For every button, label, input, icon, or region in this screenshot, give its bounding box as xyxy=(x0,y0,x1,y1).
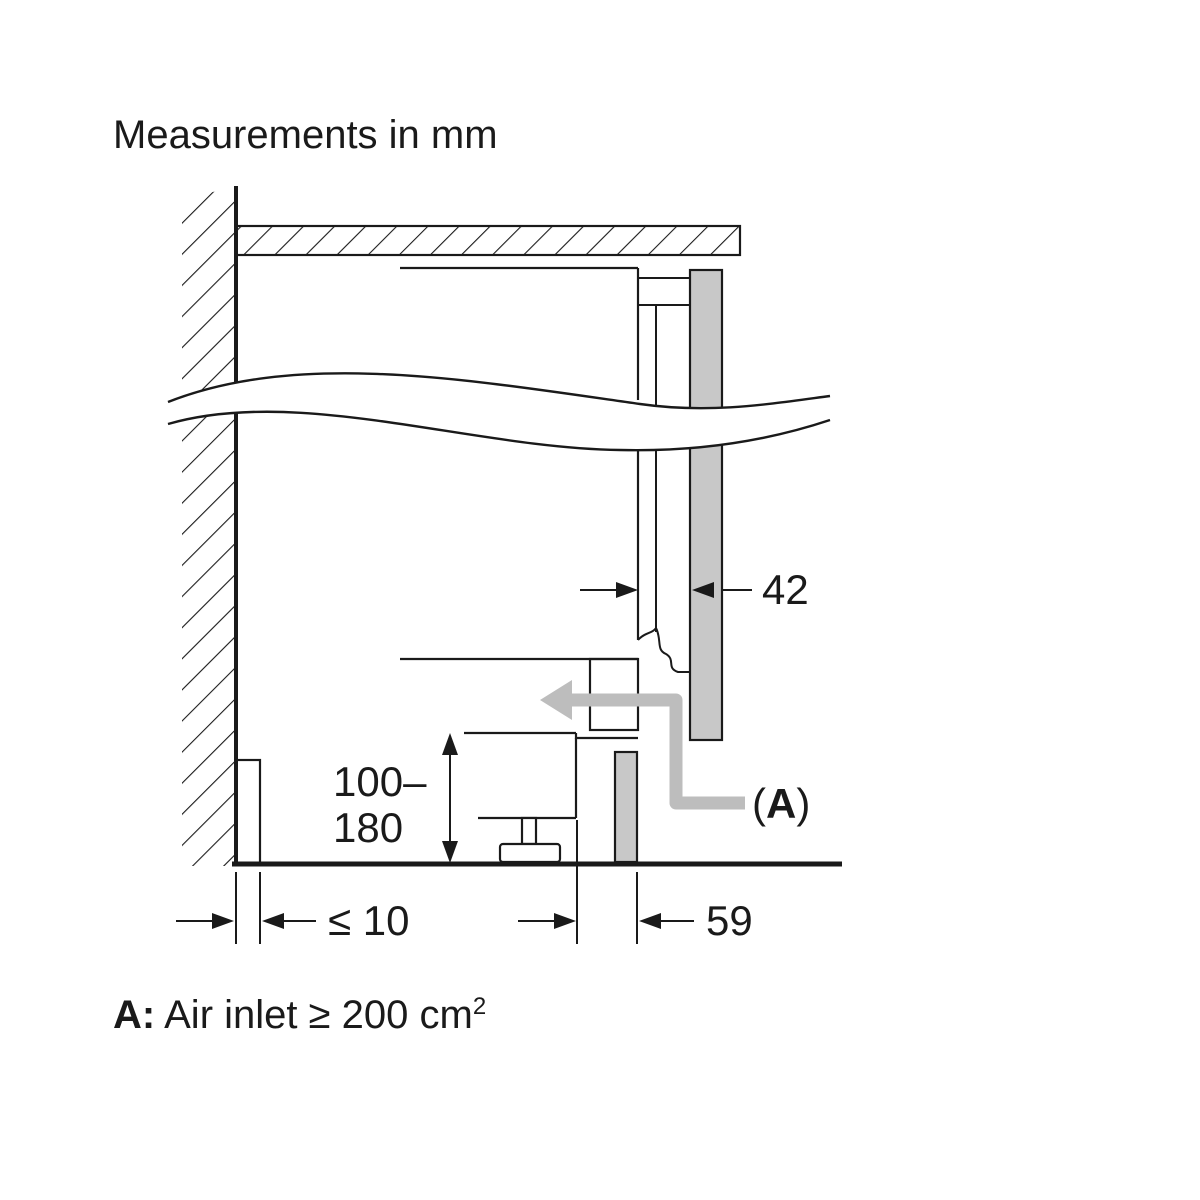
bottom-extension-lines xyxy=(235,820,638,944)
airflow-arrow xyxy=(540,680,745,810)
diagram-title: Measurements in mm xyxy=(113,113,498,157)
legend-superscript: 2 xyxy=(473,993,486,1020)
break-line xyxy=(167,372,831,452)
dimension-height xyxy=(442,733,458,863)
dimension-le10-label: ≤ 10 xyxy=(328,897,409,944)
dimension-59 xyxy=(518,913,694,929)
dimension-height-label-2: 180 xyxy=(333,804,403,851)
side-wall xyxy=(182,186,238,866)
worktop-slab xyxy=(234,224,742,257)
side-plinth xyxy=(234,758,262,866)
dimension-42-label: 42 xyxy=(762,566,809,613)
legend: A: Air inlet ≥ 200 cm2 xyxy=(113,993,486,1037)
dimension-42 xyxy=(580,582,752,598)
adjustable-foot xyxy=(498,816,562,864)
dimension-le10 xyxy=(176,913,316,929)
plinth-panel xyxy=(613,750,639,864)
appliance-body xyxy=(400,266,690,820)
legend-key: A: xyxy=(113,993,155,1037)
furniture-door-panel xyxy=(688,268,724,742)
dimension-height-label-1: 100– xyxy=(333,758,427,805)
dimension-59-label: 59 xyxy=(706,897,753,944)
airflow-marker: (A) xyxy=(752,780,810,827)
legend-text: Air inlet ≥ 200 cm xyxy=(155,993,473,1037)
